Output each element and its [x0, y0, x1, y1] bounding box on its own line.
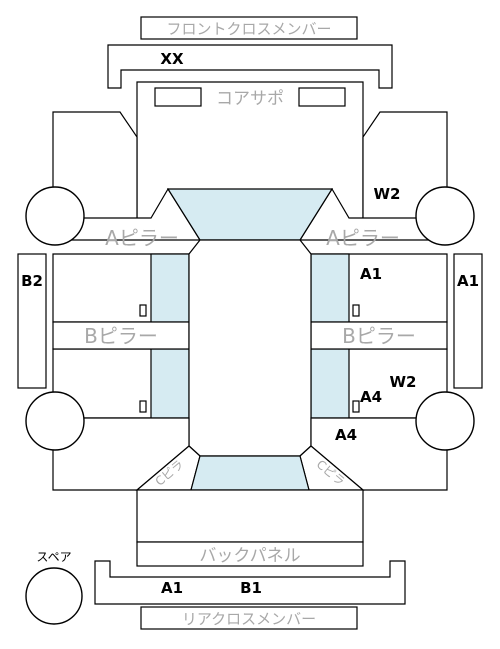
left-rear-wheel[interactable]: [25, 391, 85, 451]
core-support-label: コアサポ: [216, 89, 284, 109]
right-front-fender-code: W2: [374, 185, 401, 203]
right-front-wheel[interactable]: [415, 186, 475, 246]
a-pillar-left-label: Aピラー: [105, 226, 179, 250]
front-cross-member-code: XX: [160, 50, 184, 68]
back-panel[interactable]: [136, 541, 364, 567]
rear-cross-member[interactable]: [94, 560, 406, 605]
spare-tire[interactable]: [25, 567, 83, 625]
right-rear-door-code-w: W2: [390, 373, 417, 391]
rear-cross-member-code-1: A1: [161, 579, 183, 597]
left-rear-door-handle[interactable]: [139, 400, 147, 413]
left-front-door-handle[interactable]: [139, 304, 147, 317]
b-pillar-left-label: Bピラー: [84, 324, 158, 348]
right-rear-window[interactable]: [310, 348, 350, 419]
right-rear-door-handle[interactable]: [352, 400, 360, 413]
front-cross-member-box[interactable]: [140, 16, 358, 40]
left-headlight[interactable]: [154, 87, 202, 107]
right-rear-wheel[interactable]: [415, 391, 475, 451]
right-rear-door-code-a: A4: [360, 388, 382, 406]
right-side-sill-code: A1: [457, 272, 479, 290]
rear-cross-member-label: リアクロスメンバー: [182, 610, 316, 628]
left-side-sill[interactable]: [17, 253, 47, 389]
roof[interactable]: [188, 239, 312, 457]
a-pillar-right-label: Aピラー: [326, 226, 400, 250]
left-rear-window[interactable]: [150, 348, 190, 419]
rear-window[interactable]: [190, 455, 310, 491]
right-side-sill[interactable]: [453, 253, 483, 389]
b-pillar-left[interactable]: [52, 321, 190, 350]
right-front-window[interactable]: [310, 253, 350, 323]
left-front-wheel[interactable]: [25, 186, 85, 246]
front-cross-member-label: フロントクロスメンバー: [166, 20, 331, 38]
right-front-door-handle[interactable]: [352, 304, 360, 317]
rear-cross-member-code-2: B1: [240, 579, 262, 597]
b-pillar-right-label: Bピラー: [342, 324, 416, 348]
right-headlight[interactable]: [298, 87, 346, 107]
right-front-door-code: A1: [360, 265, 382, 283]
b-pillar-right[interactable]: [310, 321, 448, 350]
front-cross-member[interactable]: [107, 44, 393, 89]
right-rear-fender-code: A4: [335, 426, 357, 444]
back-panel-label: バックパネル: [199, 546, 300, 566]
spare-label: スペア: [36, 550, 71, 564]
rear-cross-member-box[interactable]: [140, 606, 358, 630]
left-front-window[interactable]: [150, 253, 190, 323]
left-side-sill-code: B2: [21, 272, 43, 290]
trunk-lid[interactable]: [136, 489, 364, 543]
